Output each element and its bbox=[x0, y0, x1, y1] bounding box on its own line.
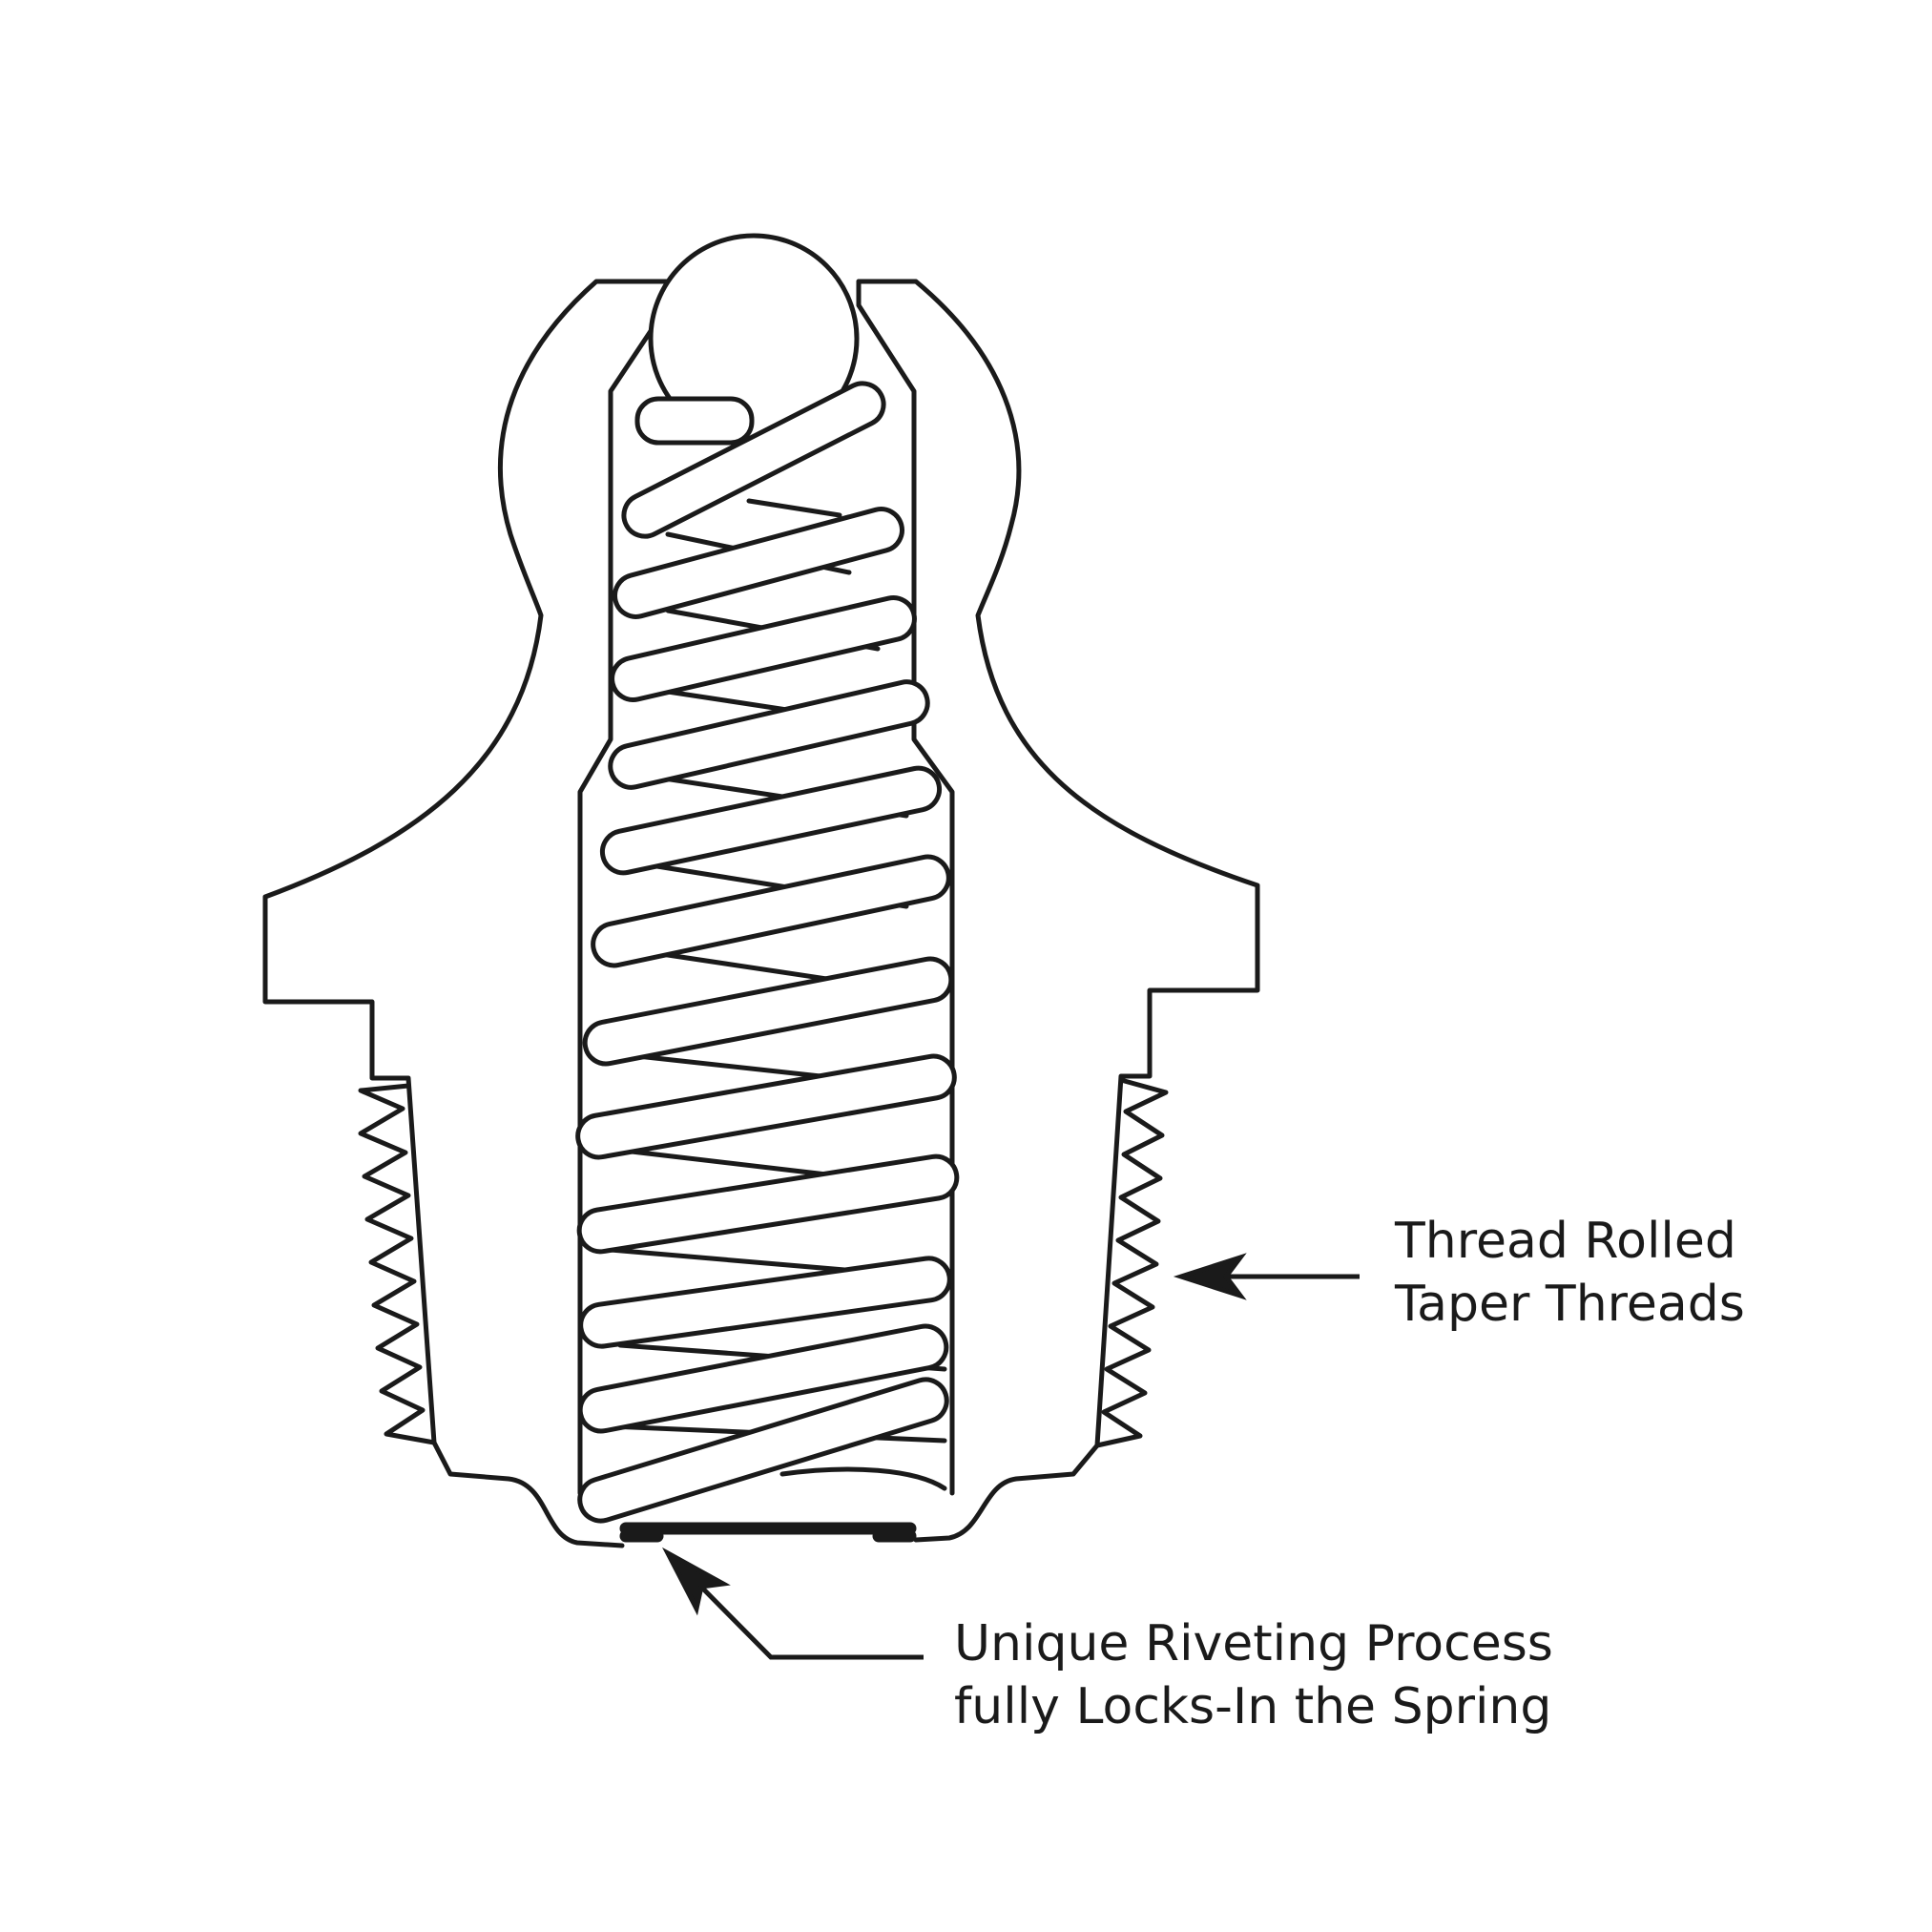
spring-coil bbox=[578, 1256, 952, 1349]
threads-leader-arrow bbox=[1173, 1253, 1360, 1300]
spring-coil bbox=[610, 595, 917, 702]
callout-line: Unique Riveting Process bbox=[954, 1615, 1553, 1672]
spring-top-cap bbox=[634, 396, 755, 446]
callout-line: fully Locks-In the Spring bbox=[954, 1678, 1552, 1735]
taper-thread-right bbox=[1094, 1077, 1169, 1448]
spring-coil bbox=[613, 507, 904, 619]
spring-coil bbox=[621, 381, 886, 539]
spring-coil bbox=[608, 679, 930, 790]
spring-coil bbox=[591, 854, 951, 968]
spring-coil bbox=[577, 1323, 949, 1434]
body-outline-left bbox=[262, 279, 671, 1548]
body-outline-right bbox=[856, 279, 1260, 1543]
taper-thread-left bbox=[358, 1083, 437, 1445]
arrowhead bbox=[661, 1547, 731, 1616]
rivet-leader-arrow bbox=[661, 1547, 924, 1660]
callout-line: Taper Threads bbox=[1395, 1276, 1745, 1333]
spring-front-coils bbox=[575, 381, 960, 1524]
spring-bottom-seat bbox=[779, 1466, 947, 1491]
spring-coil bbox=[582, 956, 954, 1067]
spring-coil bbox=[577, 1377, 949, 1524]
spring-coil bbox=[575, 1053, 957, 1160]
arrowhead bbox=[1173, 1253, 1247, 1300]
spring-coil bbox=[599, 765, 943, 876]
spring-coil bbox=[576, 1153, 960, 1255]
callout-line: Thread Rolled bbox=[1395, 1213, 1736, 1270]
rivet-callout-label: Unique Riveting Process fully Locks-In t… bbox=[954, 1612, 1553, 1738]
threads-callout-label: Thread Rolled Taper Threads bbox=[1395, 1210, 1745, 1336]
riveted-base bbox=[619, 1522, 917, 1543]
